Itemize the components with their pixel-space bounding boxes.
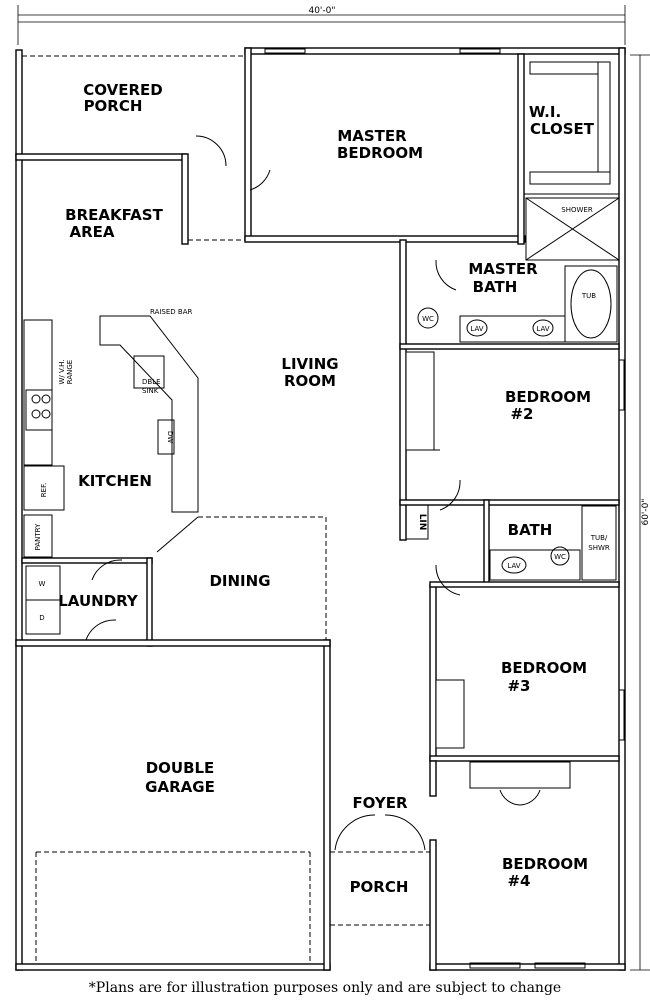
shower-label: SHOWER <box>561 206 593 214</box>
bedroom3-label-2: #3 <box>507 677 530 695</box>
pantry-label: PANTRY <box>34 523 42 550</box>
kitchen-label: KITCHEN <box>78 472 152 490</box>
dining-area <box>156 516 327 640</box>
dining-label: DINING <box>209 572 270 590</box>
wi-closet-label-1: W.I. <box>529 103 561 121</box>
bedroom2-label-1: BEDROOM <box>505 388 591 406</box>
width-dimension: 40'-0" <box>308 6 335 16</box>
disclaimer-text: *Plans are for illustration purposes onl… <box>88 980 562 996</box>
living-room-label-1: LIVING <box>281 355 338 373</box>
tub-label: TUB <box>581 292 596 300</box>
wi-closet-label-2: CLOSET <box>530 120 595 138</box>
master-wc-label: WC <box>422 315 434 323</box>
exterior-walls <box>15 47 626 971</box>
dryer-label: D <box>39 614 44 622</box>
range-label-2: RANGE <box>66 360 74 384</box>
walk-in-closet <box>523 53 620 195</box>
tub-shwr-label-2: SHWR <box>588 544 610 552</box>
master-bath-label-1: MASTER <box>468 260 538 278</box>
bedroom2-label-2: #2 <box>510 405 533 423</box>
dw-label: DW <box>166 431 174 443</box>
dble-sink-label-2: SINK <box>142 387 159 395</box>
master-bedroom-walls <box>181 47 526 245</box>
raised-bar-label: RAISED BAR <box>150 308 193 316</box>
bath-wc-label: WC <box>554 553 566 561</box>
garage-area <box>15 639 331 964</box>
master-bedroom-label-1: MASTER <box>337 127 407 145</box>
bath-label: BATH <box>508 521 553 539</box>
master-lav-left-label: LAV <box>470 325 483 333</box>
laundry-area <box>21 557 153 647</box>
bedroom2-area <box>399 351 625 506</box>
bedroom3-area <box>429 581 625 762</box>
front-porch-area <box>330 851 430 926</box>
covered-porch-outline <box>21 55 245 150</box>
double-garage-label-1: DOUBLE <box>146 759 215 777</box>
living-room-label-2: ROOM <box>284 372 336 390</box>
dimension-lines <box>17 5 650 971</box>
laundry-label: LAUNDRY <box>58 592 139 610</box>
bath-lav-label: LAV <box>507 562 520 570</box>
depth-dimension: 60'-0" <box>641 498 650 525</box>
range-label-1: W/ V.H. <box>58 360 66 385</box>
bedroom3-label-1: BEDROOM <box>501 659 587 677</box>
linen-label: LIN <box>417 514 427 531</box>
covered-porch-label-1: COVERED <box>83 81 162 99</box>
covered-porch-label-2: PORCH <box>84 97 143 115</box>
washer-label: W <box>39 580 46 588</box>
door-swings <box>85 135 541 851</box>
ref-label: REF. <box>40 483 48 497</box>
kitchen-area <box>23 315 199 558</box>
hall-bath-area <box>405 499 617 586</box>
dble-sink-label-1: DBLE <box>142 378 161 386</box>
bedroom4-label-1: BEDROOM <box>502 855 588 873</box>
porch-label: PORCH <box>350 878 409 896</box>
bedroom4-label-2: #4 <box>507 872 530 890</box>
double-garage-label-2: GARAGE <box>145 778 215 796</box>
master-lav-right-label: LAV <box>536 325 549 333</box>
tub-shwr-label-1: TUB/ <box>590 534 608 542</box>
master-bedroom-label-2: BEDROOM <box>337 144 423 162</box>
breakfast-area-label-2: AREA <box>69 223 114 241</box>
breakfast-area-label-1: BREAKFAST <box>65 206 163 224</box>
foyer-label: FOYER <box>352 794 408 812</box>
bedroom4-area <box>429 760 586 969</box>
master-bath-label-2: BATH <box>473 278 518 296</box>
